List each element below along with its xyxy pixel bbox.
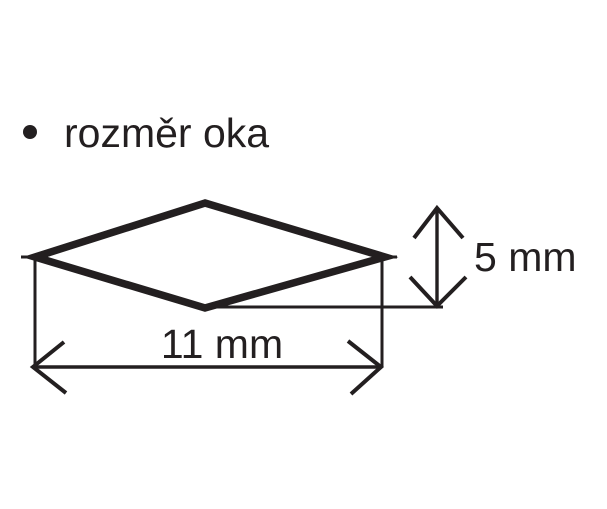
width-dimension-arrow (29, 339, 385, 396)
width-arrowhead-right (346, 339, 385, 396)
mesh-opening-diamond (22, 199, 399, 312)
width-dimension-label: 11 mm (161, 321, 283, 367)
height-dimension-arrow (408, 204, 468, 309)
diagram-title: rozměr oka (64, 110, 269, 156)
height-dimension-label: 5 mm (474, 234, 577, 280)
height-arrowhead-bottom (408, 275, 468, 309)
height-arrowhead-top (412, 204, 465, 240)
width-arrowhead-left (29, 340, 68, 395)
bullet-icon (23, 125, 37, 139)
